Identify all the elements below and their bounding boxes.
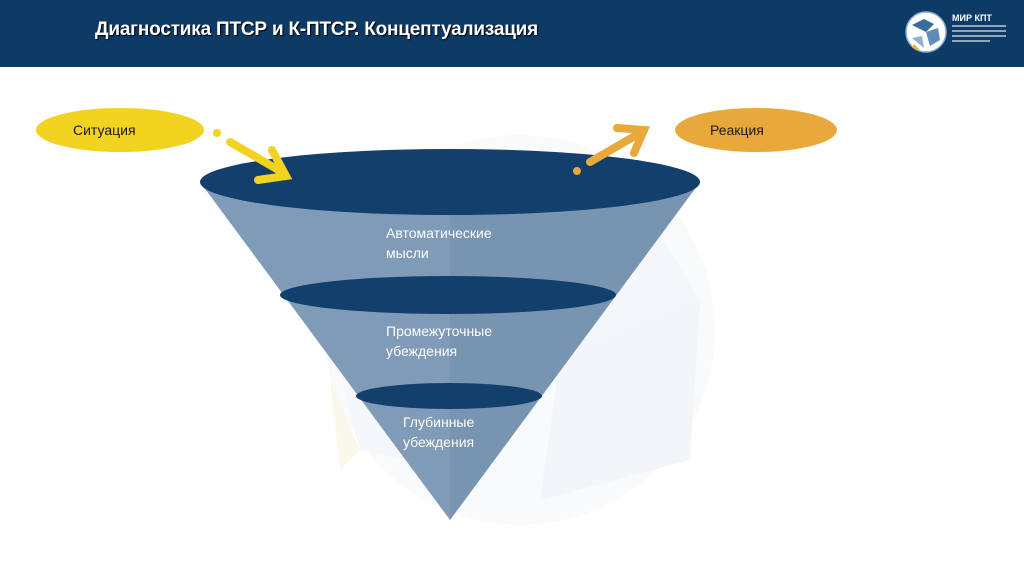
reaction-pill xyxy=(675,108,837,152)
globe-logo-icon xyxy=(905,11,947,53)
header-bar: Диагностика ПТСР и К-ПТСР. Концептуализа… xyxy=(0,0,1024,67)
funnel-lower-ellipse xyxy=(356,383,542,409)
situation-pill xyxy=(36,108,204,152)
situation-label: Ситуация xyxy=(73,122,136,138)
funnel-middle-ellipse xyxy=(280,276,616,314)
input-arrow-icon xyxy=(213,129,293,184)
output-arrow-icon xyxy=(573,124,650,175)
logo-tagline xyxy=(952,25,1006,45)
funnel-top-ellipse xyxy=(200,149,700,215)
page-title: Диагностика ПТСР и К-ПТСР. Концептуализа… xyxy=(95,19,539,40)
level-automatic-thoughts: Автоматические мысли xyxy=(386,225,492,261)
level-intermediate-beliefs: Промежуточные убеждения xyxy=(386,323,493,359)
level-core-beliefs: Глубинные убеждения xyxy=(403,414,475,450)
logo: МИР КПТ xyxy=(904,10,1014,58)
logo-name: МИР КПТ xyxy=(952,13,992,23)
reaction-label: Реакция xyxy=(710,122,764,138)
